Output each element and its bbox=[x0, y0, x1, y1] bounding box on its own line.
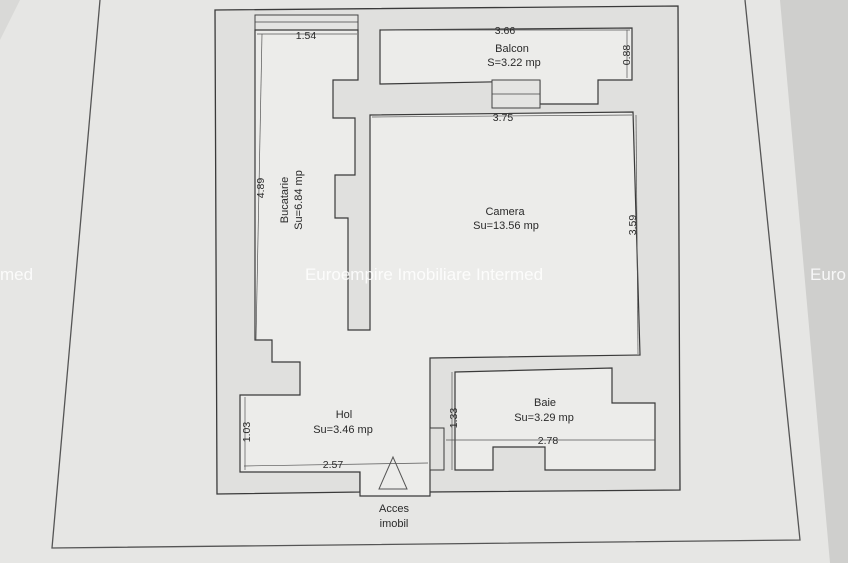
entrance-label-line1: Acces bbox=[379, 503, 409, 515]
dimension-lines bbox=[243, 29, 655, 470]
paper-edge bbox=[780, 0, 848, 563]
dim-kitchen-length: 4.89 bbox=[255, 178, 267, 199]
entrance-label-line2: imobil bbox=[380, 518, 409, 530]
dim-hol-width: 2.57 bbox=[323, 459, 344, 471]
dim-camera-width: 3.75 bbox=[493, 112, 514, 124]
watermark-fragment-left: med bbox=[0, 265, 33, 284]
room-area-bucatarie: Su=6.84 mp bbox=[293, 170, 305, 230]
room-name-camera: Camera bbox=[485, 206, 525, 218]
dim-balcon-depth: 0.88 bbox=[621, 45, 633, 66]
room-area-hol: Su=3.46 mp bbox=[313, 424, 373, 436]
balcony-area bbox=[379, 27, 633, 105]
room-name-baie: Baie bbox=[534, 397, 556, 409]
room-area-balcon: S=3.22 mp bbox=[487, 57, 541, 69]
bathroom-area bbox=[454, 367, 656, 471]
watermark-fragment-right: Euro bbox=[810, 265, 846, 284]
dim-baie-depth: 1.33 bbox=[448, 408, 460, 429]
room-area-camera: Su=13.56 mp bbox=[473, 220, 539, 232]
dim-baie-width: 2.78 bbox=[538, 435, 559, 447]
room-area-baie: Su=3.29 mp bbox=[514, 412, 574, 424]
dim-kitchen-width: 1.54 bbox=[296, 30, 317, 42]
room-name-bucatarie: Bucatarie bbox=[279, 177, 291, 223]
interior-rooms bbox=[239, 29, 641, 497]
page-border bbox=[51, 0, 801, 549]
window bbox=[254, 14, 359, 31]
entrance-triangle-icon bbox=[378, 455, 408, 490]
watermark: Euroempire Imobiliare Intermed bbox=[305, 265, 543, 284]
room-name-hol: Hol bbox=[336, 409, 353, 421]
door-jamb bbox=[429, 427, 445, 471]
dim-camera-depth: 3.59 bbox=[627, 215, 639, 236]
dim-balcon-width: 3.66 bbox=[495, 25, 516, 37]
dim-hol-depth: 1.03 bbox=[241, 422, 253, 443]
room-name-balcon: Balcon bbox=[495, 43, 529, 55]
